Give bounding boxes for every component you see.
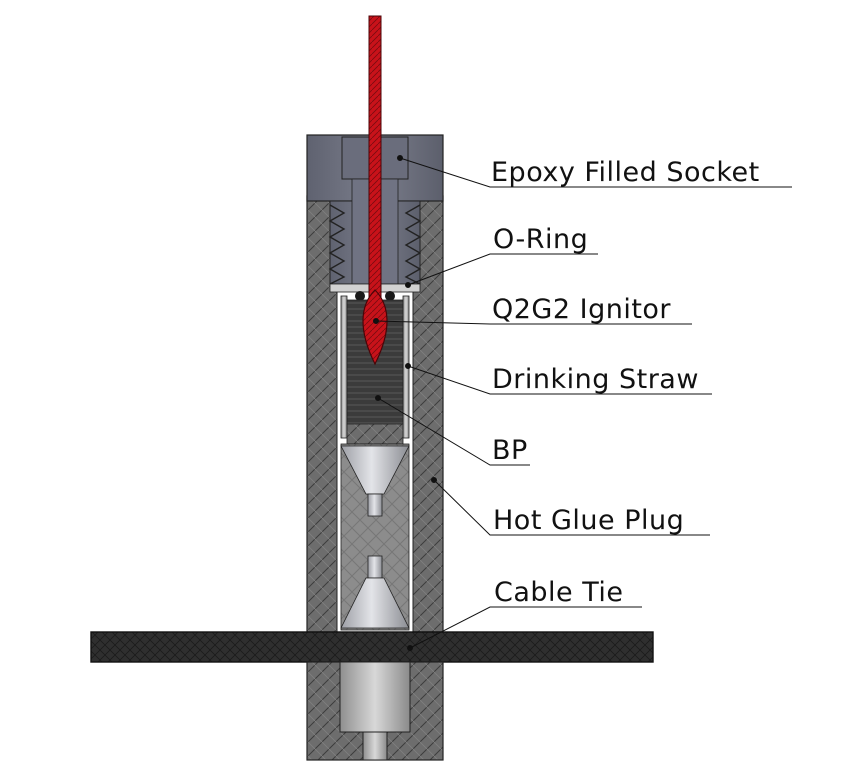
label-bp: BP xyxy=(492,435,528,466)
q2g2-ignitor xyxy=(362,15,388,366)
callout-labels: Epoxy Filled Socket O-Ring Q2G2 Ignitor … xyxy=(491,157,760,608)
hot-glue-plug xyxy=(340,443,410,631)
cable-tie xyxy=(90,631,654,663)
leader-lines xyxy=(373,155,792,651)
label-epoxy-filled-socket: Epoxy Filled Socket xyxy=(491,157,760,188)
bp-charge xyxy=(346,299,404,445)
base-block xyxy=(306,661,444,761)
label-drinking-straw: Drinking Straw xyxy=(492,364,699,395)
label-cable-tie: Cable Tie xyxy=(494,577,624,608)
label-q2g2-ignitor: Q2G2 Ignitor xyxy=(492,294,671,325)
label-o-ring: O-Ring xyxy=(493,224,588,255)
label-hot-glue-plug: Hot Glue Plug xyxy=(493,505,684,536)
